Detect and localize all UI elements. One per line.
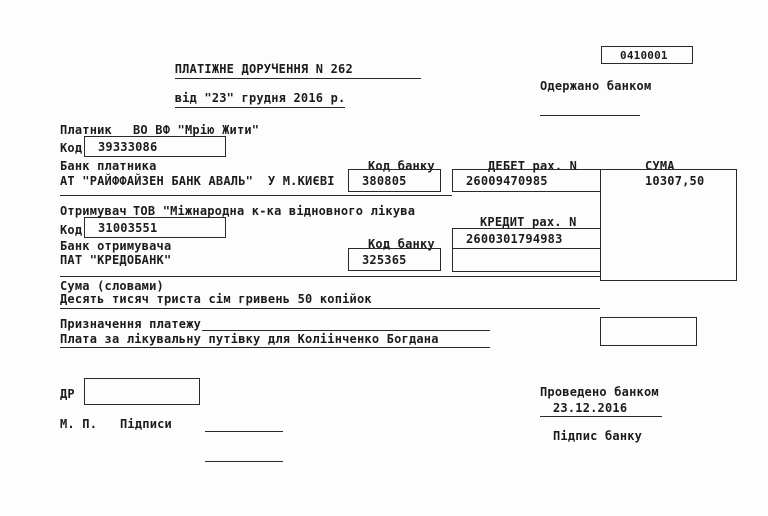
payer-bank-rule [60,195,452,196]
payer-bank-code-value: 380805 [362,174,407,188]
date-line: від "23" грудня 2016 р. [145,79,346,121]
credit-account-label: КРЕДИТ рах. N [480,215,577,229]
dr-box [84,378,200,405]
credit-account-box: 2600301794983 [452,228,601,249]
processed-date: 23.12.2016 [553,401,628,415]
purpose-bottom-rule [60,347,490,348]
dr-label: ДР [60,387,75,401]
bank-signature-label: Підпис банку [553,429,643,443]
recipient-bank-name: ПАТ "КРЕДОБАНК" [60,253,172,267]
recipient-bank-code-value: 325365 [362,253,407,267]
debit-account-box: 26009470985 [452,169,601,192]
signature-line-2 [205,461,283,462]
amount-words-label: Сума (словами) [60,279,164,293]
processed-date-line [540,416,662,417]
bank-code-box-recipient: 325365 [348,248,441,271]
received-by-bank-label: Одержано банком [540,79,652,93]
recipient-code-box: 31003551 [84,217,226,238]
form-code-value: 0410001 [620,49,668,62]
amount-box: 10307,50 [600,169,737,281]
received-by-bank-line [540,115,640,116]
payer-code-value: 39333086 [98,140,158,154]
amount-words-value: Десять тисяч триста сім гривень 50 копій… [60,292,372,306]
payer-label: Платник [60,123,112,137]
payer-bank-label: Банк платника [60,159,157,173]
bank-code-box-payer: 380805 [348,169,441,192]
recipient-code-value: 31003551 [98,221,158,235]
signature-line-1 [205,431,283,432]
recipient-bank-label: Банк отримувача [60,239,172,253]
recipient-label: Отримувач [60,204,127,218]
amount-words-bottom-rule [60,308,600,309]
payer-code-box: 39333086 [84,136,226,157]
recipient-code-label: Код [60,223,83,237]
signatures-label: Підписи [120,417,172,431]
form-code-box: 0410001 [601,46,693,64]
purpose-label: Призначення платежу [60,317,202,331]
processed-by-bank-label: Проведено банком [540,385,659,399]
amount-value: 10307,50 [645,174,705,188]
debit-account-value: 26009470985 [466,174,548,188]
payer-name: ВО ВФ "Мрію Жити" [133,123,260,137]
page-title: ПЛАТІЖНЕ ДОРУЧЕННЯ N 262 [145,50,421,92]
amount-words-top-rule [60,276,600,277]
bank-code-label-recipient: Код банку [368,237,435,251]
credit-extra-box [452,248,601,272]
credit-account-value: 2600301794983 [466,232,563,246]
purpose-value: Плата за лікувальну путівку для Коліінче… [60,332,439,346]
payer-bank-name: АТ "РАЙФФАЙЗЕН БАНК АВАЛЬ" У М.КИЄВІ [60,174,335,188]
recipient-name: ТОВ "Міжнародна к-ка відновного лікува [133,204,416,218]
mp-label: М. П. [60,417,98,431]
purpose-stamp-box [600,317,697,346]
purpose-label-rule [202,330,490,331]
payer-code-label: Код [60,141,83,155]
